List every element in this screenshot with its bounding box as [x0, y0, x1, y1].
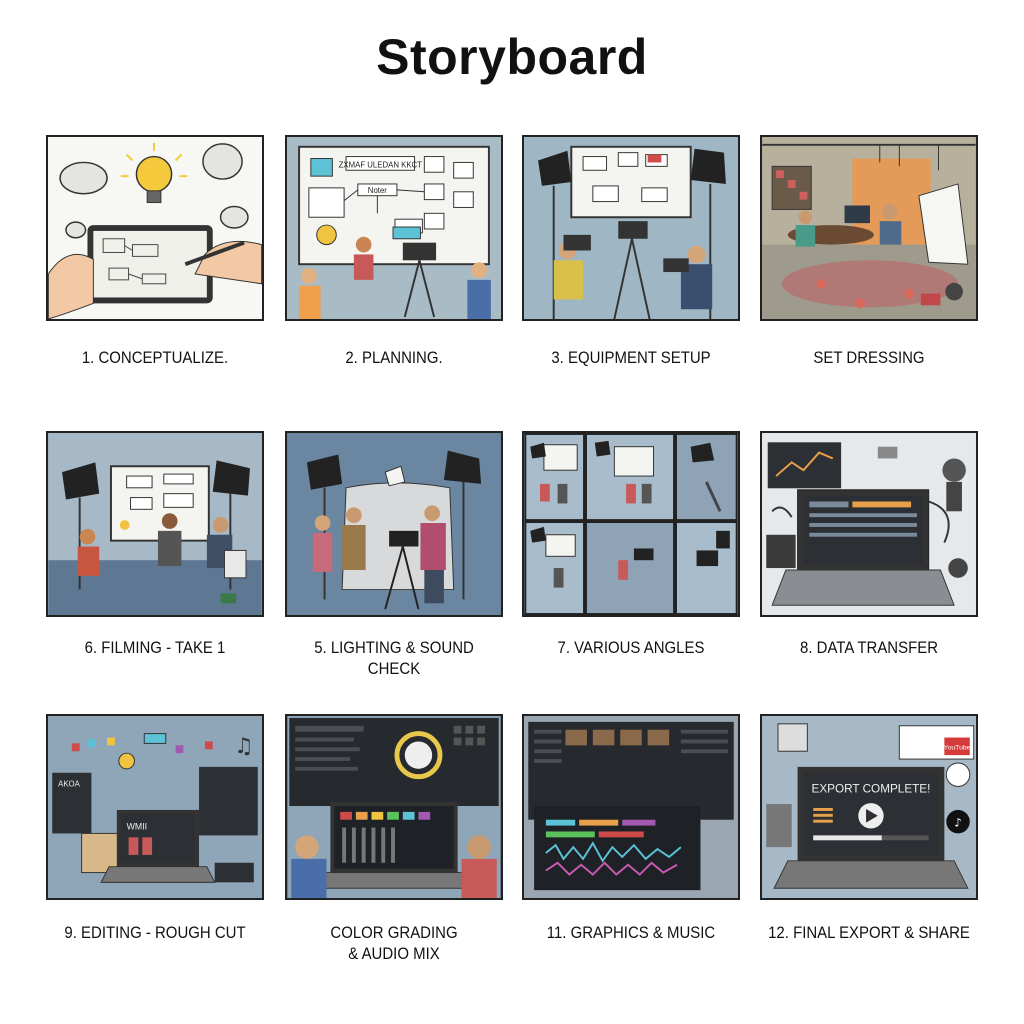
- panel-caption: COLOR GRADING & AUDIO MIX: [288, 922, 499, 964]
- panel-caption: 1. CONCEPTUALIZE.: [81, 348, 229, 367]
- panel-caption: 6. FILMING - TAKE 1: [84, 638, 226, 657]
- panel-caption: 9. EDITING - ROUGH CUT: [64, 923, 246, 942]
- data-transfer-illustration: [762, 433, 976, 615]
- panel-caption: 3. EQUIPMENT SETUP: [551, 348, 711, 367]
- board-title: ZXMAF ULEDAN KKCT: [339, 160, 423, 169]
- panel-final-export: YouTube EXPORT COMPLETE! ♪: [760, 714, 978, 900]
- editing-illustration: ♫ AKOA WMII: [48, 716, 262, 898]
- filming-illustration: [48, 433, 262, 615]
- panel-caption: SET DRESSING: [813, 348, 925, 367]
- panel-color-grading: [285, 714, 503, 900]
- editing-screen-text: WMII: [127, 822, 148, 832]
- panel-caption-line2: & AUDIO MIX: [348, 944, 440, 963]
- export-complete-text: EXPORT COMPLETE!: [812, 782, 931, 795]
- panel-caption: 11. GRAPHICS & MUSIC: [546, 923, 716, 942]
- panel-editing-rough-cut: ♫ AKOA WMII: [46, 714, 264, 900]
- lighting-illustration: [287, 433, 501, 615]
- whiteboard-illustration: ZXMAF ULEDAN KKCT Noter: [287, 137, 501, 319]
- panel-caption: 7. VARIOUS ANGLES: [557, 638, 705, 657]
- angles-grid-illustration: [524, 433, 738, 615]
- panel-filming-take-1: [46, 431, 264, 617]
- svg-text:♫: ♫: [234, 734, 253, 759]
- panel-data-transfer: [760, 431, 978, 617]
- timeline-editor-illustration: [524, 716, 738, 898]
- page-title: Storyboard: [376, 29, 648, 85]
- set-dressing-illustration: [762, 137, 976, 319]
- tiktok-icon: ♪: [954, 816, 962, 830]
- panel-graphics-music: [522, 714, 740, 900]
- panel-lighting-sound: [285, 431, 503, 617]
- panel-conceptualize: [46, 135, 264, 321]
- panel-equipment-setup: [522, 135, 740, 321]
- board-note: Noter: [368, 186, 388, 195]
- color-grading-illustration: [287, 716, 501, 898]
- panel-caption: 5. LIGHTING & SOUND CHECK: [314, 638, 474, 678]
- export-illustration: YouTube EXPORT COMPLETE! ♪: [762, 716, 976, 898]
- camera-rigs-illustration: [524, 137, 738, 319]
- side-screen-text: AKOA: [58, 779, 80, 788]
- youtube-badge: YouTube: [944, 744, 971, 751]
- panel-various-angles: [522, 431, 740, 617]
- panel-caption: 2. PLANNING.: [345, 348, 443, 367]
- panel-caption-line1: COLOR GRADING: [330, 923, 458, 942]
- panel-planning: ZXMAF ULEDAN KKCT Noter: [285, 135, 503, 321]
- panel-caption: 12. FINAL EXPORT & SHARE: [768, 923, 970, 942]
- panel-set-dressing: [760, 135, 978, 321]
- panel-caption: 8. DATA TRANSFER: [800, 638, 938, 657]
- lightbulb-illustration: [48, 137, 262, 319]
